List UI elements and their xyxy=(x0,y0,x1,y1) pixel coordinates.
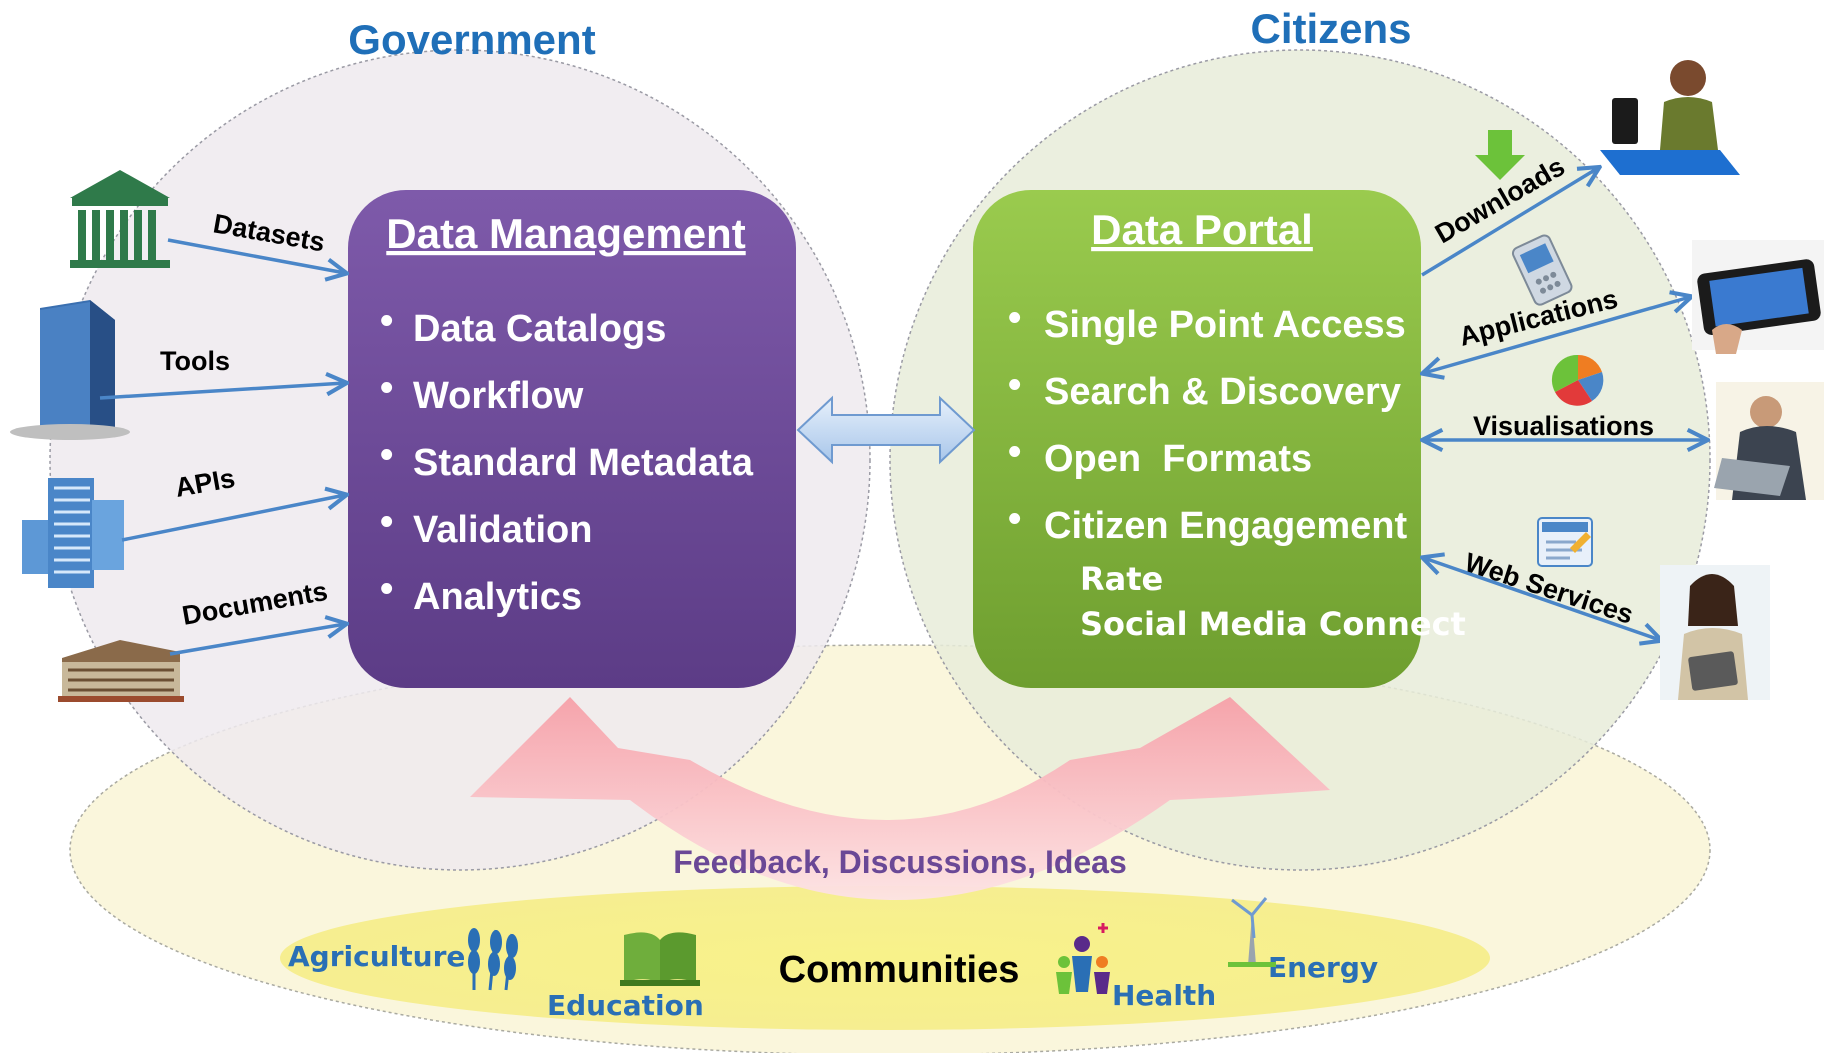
data-management-title: Data Management xyxy=(386,210,745,257)
web-services-arrow xyxy=(1424,558,1660,640)
dp-item-access: Single Point Access xyxy=(1044,304,1406,346)
applications-arrow xyxy=(1424,297,1690,373)
dp-bullet-2: • xyxy=(1008,364,1021,406)
family-health-icon xyxy=(1056,923,1110,994)
dm-item-catalogs: Data Catalogs xyxy=(413,308,666,350)
dp-sub-social: Social Media Connect xyxy=(1080,605,1466,643)
feedback-label: Feedback, Discussions, Ideas xyxy=(673,844,1127,880)
office-tower-icon xyxy=(22,478,124,588)
visualisations-label: Visualisations xyxy=(1473,411,1654,441)
citizens-heading: Citizens xyxy=(1250,5,1411,52)
data-management-box xyxy=(348,190,796,688)
dp-bullet-3: • xyxy=(1008,431,1021,473)
open-book-icon xyxy=(620,932,700,986)
dp-bullet-4: • xyxy=(1008,498,1021,540)
data-portal-title: Data Portal xyxy=(1091,206,1313,253)
energy-label: Energy xyxy=(1268,951,1378,984)
dm-bullet-5: • xyxy=(380,568,393,610)
communities-label: Communities xyxy=(779,949,1020,991)
dp-item-formats: Open Formats xyxy=(1044,438,1312,480)
dm-bullet-2: • xyxy=(380,367,393,409)
tools-arrow xyxy=(99,383,345,400)
dm-item-metadata: Standard Metadata xyxy=(413,442,754,484)
glass-tower-icon xyxy=(10,300,130,440)
agriculture-label: Agriculture xyxy=(288,940,465,973)
education-label: Education xyxy=(547,989,704,1022)
mobile-phone-icon xyxy=(1511,234,1573,306)
dp-sub-rate: Rate xyxy=(1080,560,1163,598)
dm-item-workflow: Workflow xyxy=(413,375,584,417)
documents-arrow xyxy=(169,624,345,656)
low-office-icon xyxy=(58,640,184,702)
dp-bullet-1: • xyxy=(1008,297,1021,339)
dm-bullet-1: • xyxy=(380,300,393,342)
person-at-computer-icon xyxy=(1600,60,1740,175)
businessman-laptop-icon xyxy=(1714,382,1824,500)
government-heading: Government xyxy=(348,16,595,63)
dp-item-search: Search & Discovery xyxy=(1044,371,1401,413)
wind-turbine-icon xyxy=(1228,897,1276,967)
datasets-arrow xyxy=(167,238,345,273)
web-document-icon xyxy=(1537,517,1593,567)
dm-bullet-3: • xyxy=(380,434,393,476)
exchange-double-arrow xyxy=(796,395,976,465)
parliament-building-icon xyxy=(70,170,170,268)
feedback-curved-arrow xyxy=(470,697,1330,900)
wheat-icon xyxy=(468,928,518,991)
dm-item-analytics: Analytics xyxy=(413,576,582,618)
data-portal-box xyxy=(973,190,1421,688)
downloads-arrow xyxy=(1421,168,1598,277)
dm-bullet-4: • xyxy=(380,501,393,543)
dp-item-engagement: Citizen Engagement xyxy=(1044,505,1407,547)
tablet-user-icon xyxy=(1692,240,1824,354)
pie-chart-icon xyxy=(1551,354,1604,406)
apis-arrow xyxy=(121,495,345,542)
woman-tablet-icon xyxy=(1660,565,1770,700)
tools-label: Tools xyxy=(160,346,230,376)
green-down-arrow-icon xyxy=(1475,130,1525,180)
dm-item-validation: Validation xyxy=(413,509,592,551)
health-label: Health xyxy=(1112,979,1216,1012)
communities-core xyxy=(280,886,1490,1030)
